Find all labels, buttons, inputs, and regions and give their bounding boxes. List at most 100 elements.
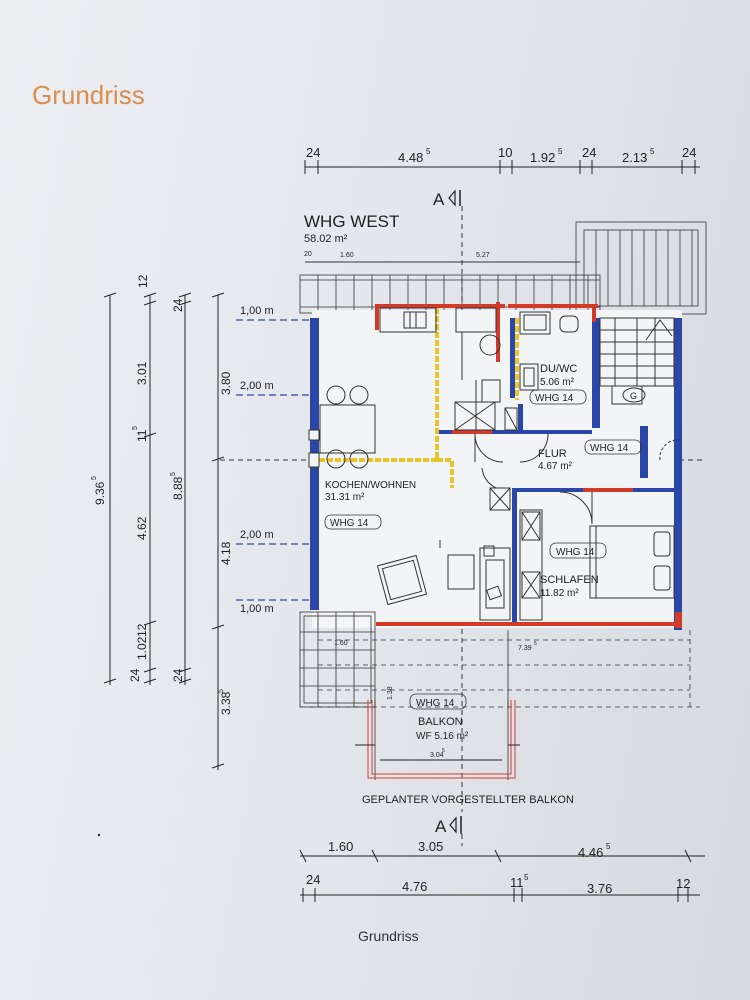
left-dim-col3-c: 24 (171, 668, 185, 682)
kochen-name: KOCHEN/WOHNEN (325, 480, 416, 491)
bottom2-c-sup: 5 (524, 873, 529, 882)
speck (97, 833, 101, 837)
balcony-note: GEPLANTER VORGESTELLTER BALKON (362, 794, 574, 806)
page-title: Grundriss (32, 80, 145, 110)
schlafen-small-sup: 5 (534, 641, 537, 647)
top-dim-e: 24 (582, 145, 596, 160)
left-dim-col2-b: 3.01 (135, 361, 149, 385)
left-dim-col2-g: 24 (128, 668, 142, 682)
height-label-2: 2,00 m (240, 380, 274, 392)
bottom2-a: 24 (306, 872, 320, 887)
yellow-walls (312, 308, 519, 488)
bottom2-c: 11 (510, 875, 524, 890)
balkon-tag: WHG 14 (416, 698, 455, 709)
left-dim-col4-sup: 5 (218, 689, 225, 693)
duwc-area: 5.06 m² (540, 377, 575, 388)
kochen-area: 31.31 m² (325, 492, 365, 503)
left-dim-labels: 9.36 5 12 3.01 11 5 4.62 1.02 12 24 24 8… (91, 274, 233, 715)
bottom1-c-sup: 5 (606, 842, 611, 851)
bottom1-a: 1.60 (328, 839, 353, 854)
left-dim-col4-c: 3.38 (219, 691, 233, 715)
bottom-dimension-line-2: 24 4.76 11 5 3.76 12 (300, 872, 700, 902)
left-dim-col3-sup: 5 (170, 472, 177, 476)
left-dim-col1: 9.36 (93, 481, 107, 505)
height-label-3: 2,00 m (240, 529, 274, 541)
balcony-outline (299, 611, 700, 780)
schlafen-name: SCHLAFEN (540, 574, 599, 586)
height-label-4: 1,00 m (240, 603, 274, 615)
left-dim-col4-a: 3.80 (219, 371, 233, 395)
left-windows (308, 429, 320, 468)
left-dim-col2-sup: 5 (132, 426, 139, 430)
unit-area: 58.02 m² (304, 233, 348, 245)
section-label-top: A (433, 190, 445, 209)
left-dim-col2-c: 11 (135, 429, 149, 442)
top-dim-d-sup: 5 (558, 147, 563, 156)
top-dim-f-sup: 5 (650, 147, 655, 156)
balkon-small: 1.60 (334, 640, 348, 647)
g-symbol: G (630, 391, 637, 401)
room-labels: DU/WC 5.06 m² WHG 14 FLUR 4.67 m² WHG 14… (324, 363, 642, 599)
flur-name: FLUR (538, 448, 567, 460)
top-dim-b: 4.48 (398, 150, 423, 165)
duwc-name: DU/WC (540, 363, 577, 375)
flur-area: 4.67 m² (538, 461, 573, 472)
top-dimension-line: 24 4.48 5 10 1.92 5 24 2.13 5 24 (304, 145, 700, 174)
bottom1-b: 3.05 (418, 839, 443, 854)
top-dim-a: 24 (306, 145, 320, 160)
left-dim-col2-e: 1.02 (135, 636, 149, 660)
unit-name: WHG WEST (304, 212, 399, 231)
left-dim-col3-b: 8.88 (171, 476, 185, 500)
top-dim-g: 24 (682, 145, 696, 160)
wardrobe (489, 487, 543, 621)
top-small-a: 20 (304, 251, 312, 258)
balcony-dims: 1.60 3.04 5 1.38 7.39 5 (334, 640, 537, 761)
left-dim-col2-f: 12 (135, 623, 149, 637)
balkon-name: BALKON (418, 716, 463, 728)
height-label-1: 1,00 m (240, 305, 274, 317)
schlafen-tag: WHG 14 (556, 547, 595, 558)
left-dim-col2-a: 12 (136, 274, 150, 288)
dining-set-1 (319, 385, 376, 469)
top-small-c: 5.27 (476, 252, 490, 259)
section-marker-bottom: A (435, 816, 463, 846)
balkon-depth: 1.38 (387, 686, 394, 700)
top-dim-d: 1.92 (530, 150, 555, 165)
page-caption: Grundriss (358, 928, 419, 944)
top-dim-b-sup: 5 (426, 147, 431, 156)
flur-tag: WHG 14 (590, 443, 629, 454)
bed (589, 525, 675, 599)
top-dim-f: 2.13 (622, 150, 647, 165)
left-dim-col3-a: 24 (171, 298, 185, 312)
balkon-labels: WHG 14 BALKON WF 5.16 m² (409, 693, 469, 742)
roof-grid (299, 221, 707, 315)
balkon-area: WF 5.16 m² (416, 731, 469, 742)
floor-area (312, 310, 682, 628)
section-label-bottom: A (435, 817, 447, 836)
duwc-tag: WHG 14 (535, 393, 574, 404)
bathroom-fixtures (504, 311, 579, 431)
balkon-width-sup: 5 (442, 748, 445, 754)
bottom2-b: 4.76 (402, 879, 427, 894)
kochen-tag: WHG 14 (330, 518, 369, 529)
left-dim-col2-d: 4.62 (135, 516, 149, 540)
top-dim-c: 10 (498, 145, 512, 160)
bottom2-d: 3.76 (587, 881, 612, 896)
balkon-width: 3.04 (430, 752, 444, 759)
top-small-dims: 20 1.60 5.27 (304, 251, 580, 263)
left-dim-col4-b: 4.18 (219, 541, 233, 565)
top-small-b: 1.60 (340, 252, 354, 259)
left-dim-col1-sup: 5 (91, 476, 98, 480)
doors (474, 433, 681, 525)
balcony-rail (367, 700, 516, 779)
staircase (599, 317, 675, 405)
bottom2-e: 12 (676, 876, 690, 891)
schlafen-small: 7.39 (518, 645, 532, 652)
living-furniture (376, 540, 511, 621)
kitchen-counter (379, 307, 501, 431)
bottom-dimension-line-1: 1.60 3.05 4.46 5 (299, 839, 705, 863)
schlafen-area: 11.82 m² (540, 588, 579, 599)
bottom1-c: 4.46 (578, 845, 603, 860)
